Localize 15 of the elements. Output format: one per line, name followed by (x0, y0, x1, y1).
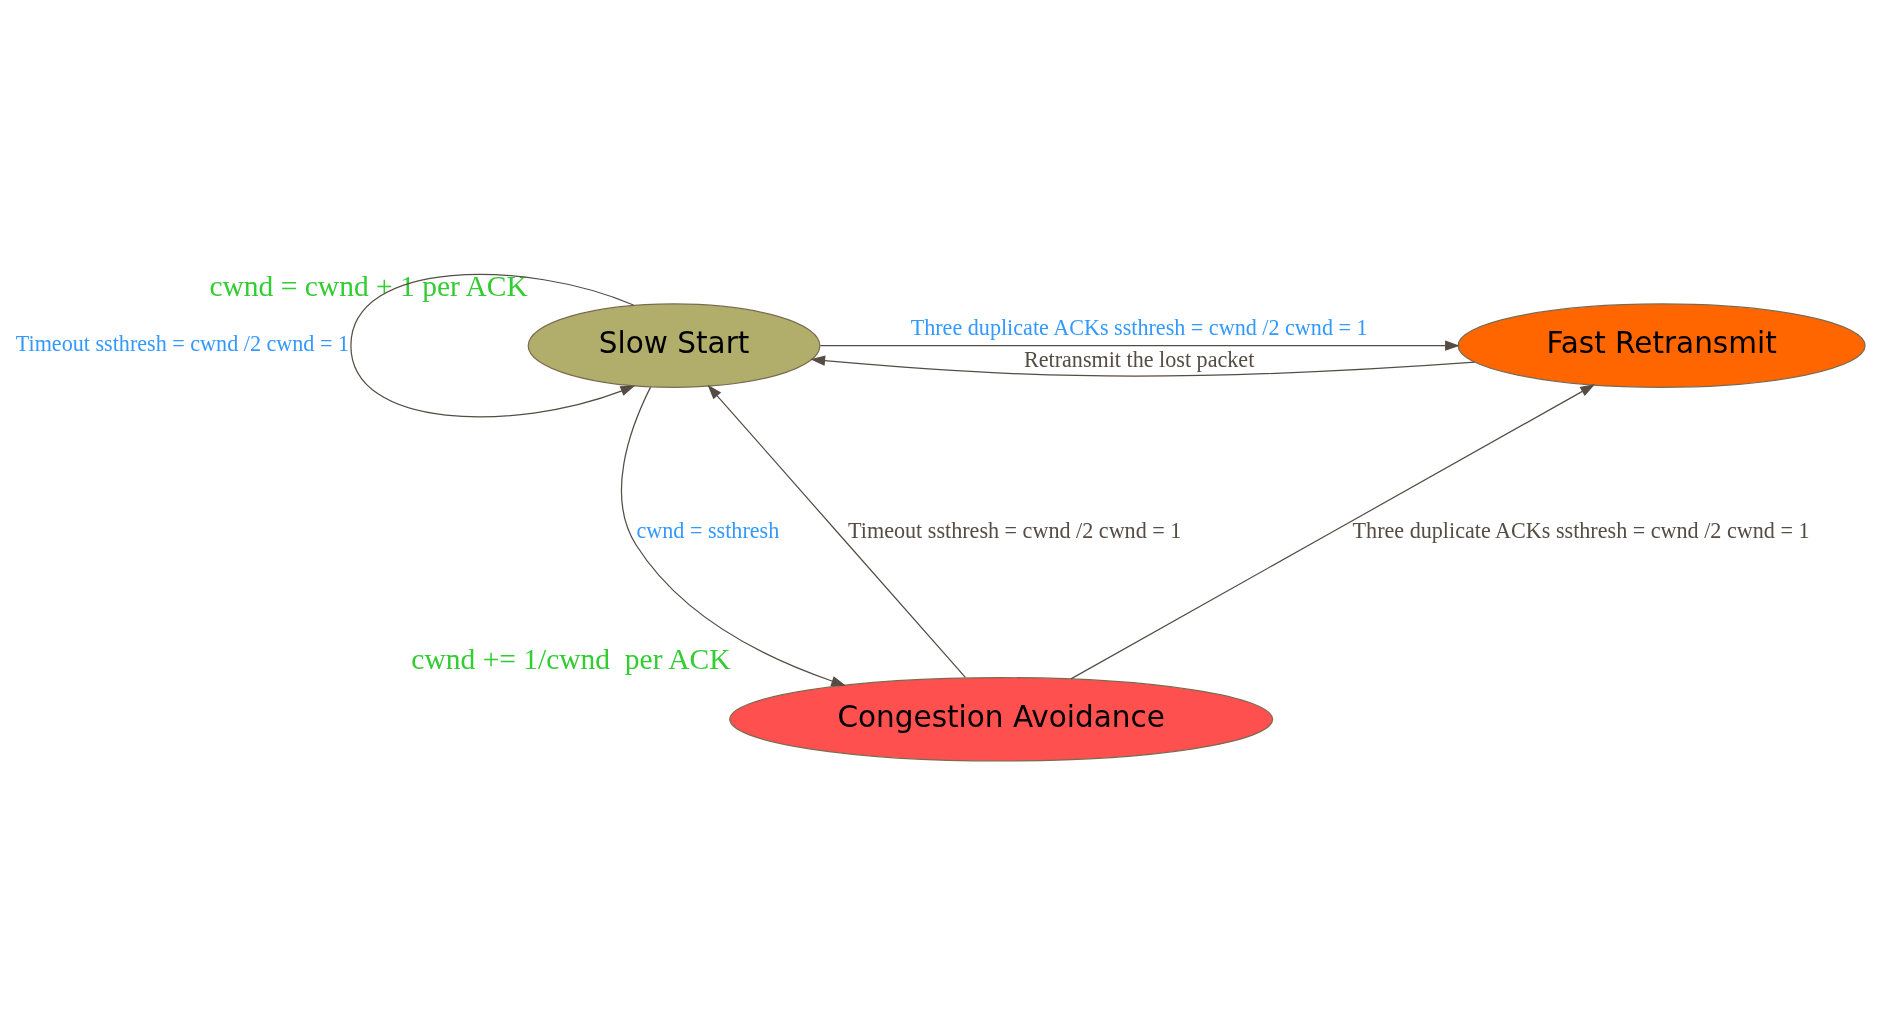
edge-label: Timeout ssthresh = cwnd /2 cwnd = 1 (847, 517, 1181, 543)
node-label: cwnd += 1/cwnd per ACK (410, 643, 731, 676)
arrow (620, 386, 846, 686)
arrow (809, 355, 1475, 377)
arrow (707, 384, 966, 679)
edge-label: Timeout ssthresh = cwnd /2 cwnd = 1 (15, 331, 349, 357)
edge-label: Retransmit the lost packet (1023, 347, 1254, 373)
node-ellipse: Fast Retransmit (1457, 303, 1866, 388)
edge-label: Three duplicate ACKs ssthresh = cwnd /2 cwnd = 1 (910, 315, 1368, 341)
edge-label: Three duplicate ACKs ssthresh = cwnd /2 cwnd = 1 (1352, 517, 1809, 543)
arrow (819, 340, 1460, 351)
arrow (1069, 384, 1595, 680)
node-ellipse: Slow Start (527, 303, 820, 388)
arrow (349, 273, 635, 418)
edge-label: cwnd = ssthresh (636, 517, 779, 543)
